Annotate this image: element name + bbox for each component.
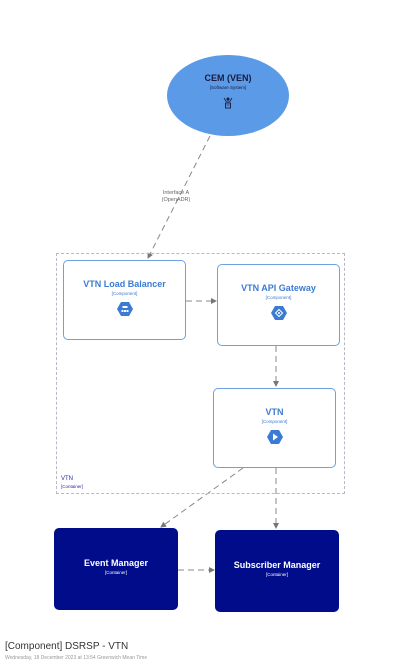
node-title: VTN <box>265 407 284 417</box>
api-gateway-icon <box>270 306 287 320</box>
load-balancer-icon <box>116 302 133 316</box>
node-stereotype: [Container] <box>265 572 288 577</box>
edge-label-line1: Interface A <box>162 190 190 196</box>
boundary-stereotype: [Container] <box>61 484 84 489</box>
node-stereotype: [Component] <box>261 419 288 424</box>
node-stereotype: [Software System] <box>209 85 247 90</box>
cem-ven-node[interactable]: CEM (VEN) [Software System] <box>167 55 289 136</box>
compute-icon <box>266 430 283 444</box>
node-stereotype: [Component] <box>265 295 292 300</box>
edge-label-interface-a: Interface A (OpenADR) <box>150 190 202 204</box>
subscriber-manager-node[interactable]: Subscriber Manager [Container] <box>215 530 339 612</box>
network-icon <box>223 97 233 109</box>
node-title: Event Manager <box>83 558 149 568</box>
node-title: VTN API Gateway <box>241 283 316 293</box>
node-stereotype: [Container] <box>104 570 127 575</box>
vtn-load-balancer-node[interactable]: VTN Load Balancer [Component] <box>63 260 186 340</box>
edge-cem-to-load-balancer <box>147 135 211 259</box>
vtn-node[interactable]: VTN [Component] <box>213 388 336 468</box>
node-title: Subscriber Manager <box>233 560 321 570</box>
node-stereotype: [Component] <box>111 291 138 296</box>
edge-vtn-to-event-manager <box>160 467 244 528</box>
boundary-label: VTN <box>61 476 73 482</box>
event-manager-node[interactable]: Event Manager [Container] <box>54 528 178 610</box>
diagram-date: Wednesday, 18 December 2023 at 13:54 Gre… <box>5 655 148 661</box>
diagram-title: [Component] DSRSP - VTN <box>5 641 129 652</box>
edge-label-line2: (OpenADR) <box>161 197 191 203</box>
vtn-api-gateway-node[interactable]: VTN API Gateway [Component] <box>217 264 340 346</box>
node-title: VTN Load Balancer <box>83 279 166 289</box>
vtn-container-boundary <box>56 253 345 494</box>
node-title: CEM (VEN) <box>204 73 252 83</box>
